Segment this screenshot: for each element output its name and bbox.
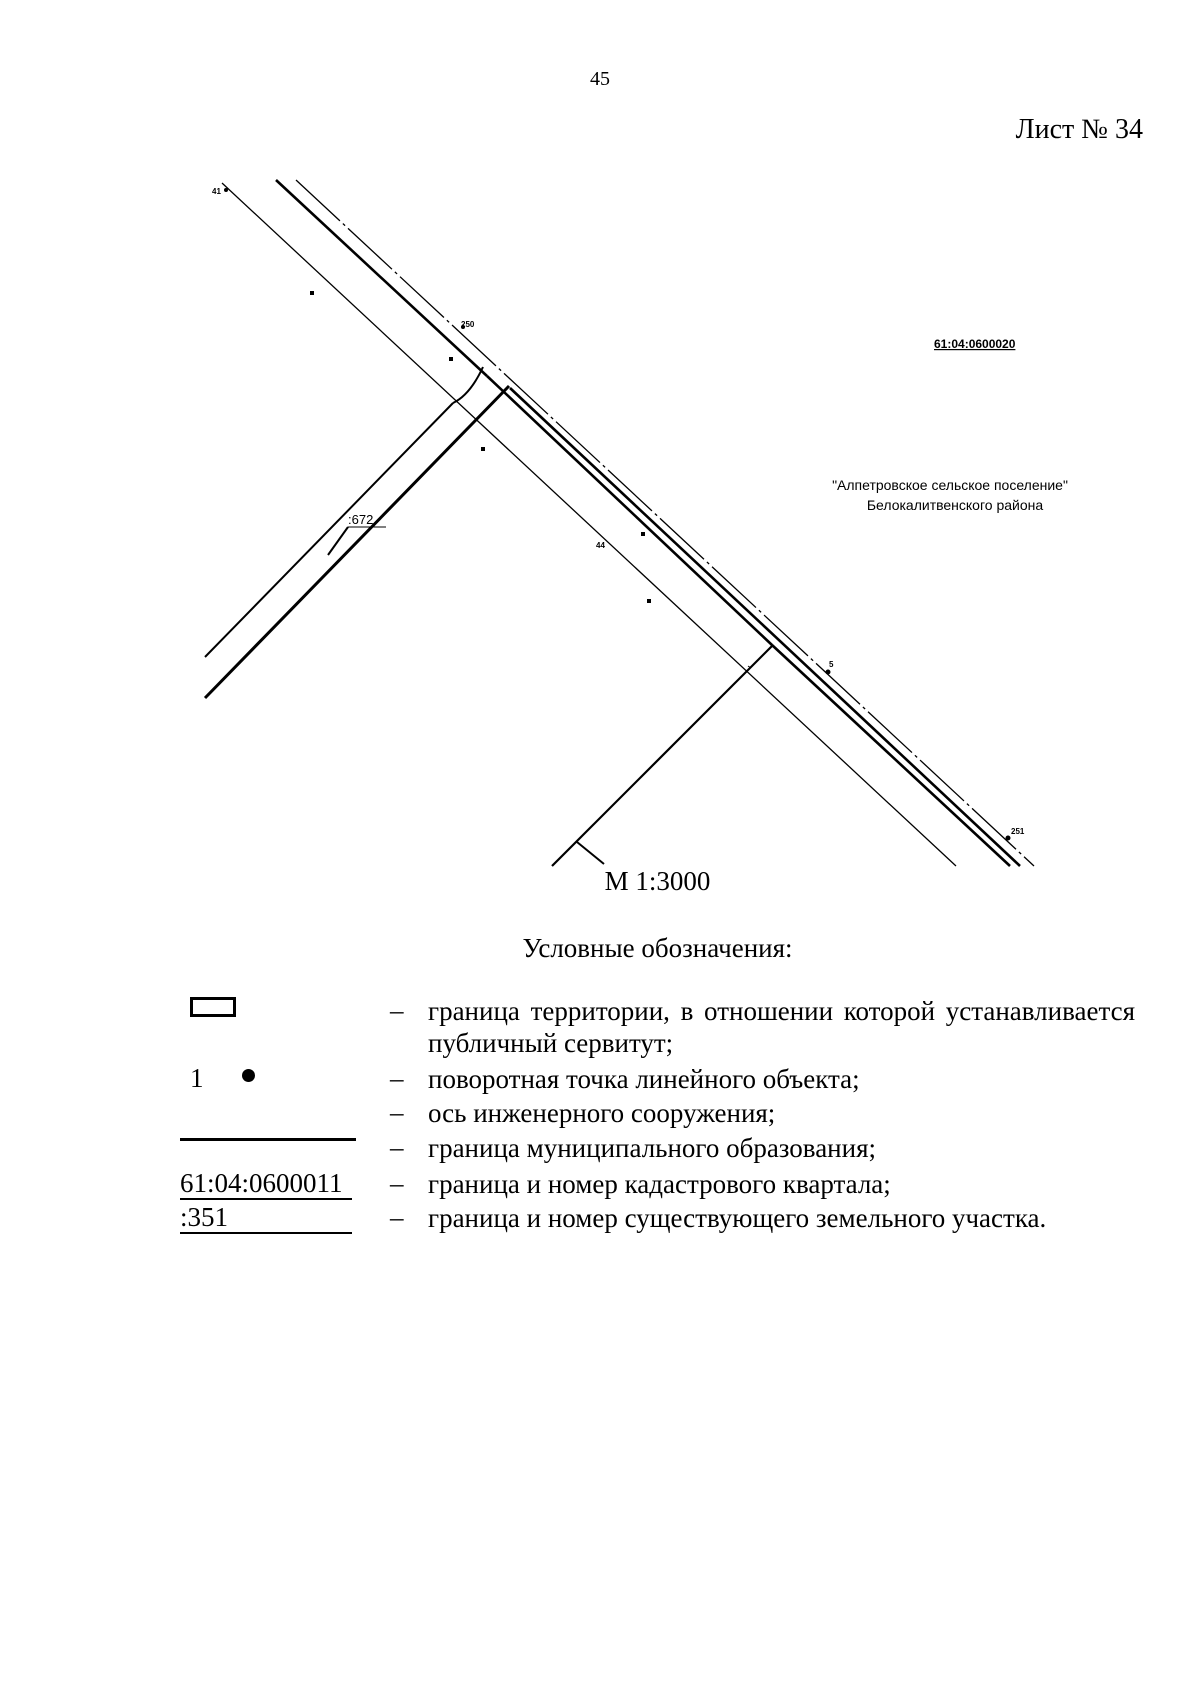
turning-point xyxy=(481,447,485,451)
page-number: 45 xyxy=(590,68,610,90)
branch-line-upper xyxy=(204,402,454,658)
point-labels: 41 250 44 5 251 xyxy=(212,187,1025,836)
turning-point xyxy=(647,599,651,603)
branch-line-lower xyxy=(203,384,511,700)
legend-item-municipal-boundary: – граница муниципального образования; xyxy=(180,1132,1135,1164)
map-scale: М 1:3000 xyxy=(604,866,711,896)
turning-point xyxy=(1005,835,1011,841)
point-number-label: 1 xyxy=(190,1063,204,1093)
municipal-boundary-line-c xyxy=(771,644,1011,867)
point-label: 251 xyxy=(1011,827,1025,836)
settlement-label-line2: Белокалитвенского района xyxy=(867,497,1043,513)
rectangle-icon xyxy=(190,997,236,1017)
legend-text: граница территории, в отношении которой … xyxy=(428,996,1135,1058)
turning-point xyxy=(825,669,831,675)
legend-text: ось инженерного сооружения; xyxy=(428,1098,776,1128)
point-dot-icon xyxy=(242,1069,255,1082)
legend-dash: – xyxy=(390,1097,404,1127)
parcel-leader xyxy=(327,526,349,556)
turning-points xyxy=(224,188,1011,841)
servitude-boundary-east xyxy=(295,179,1035,867)
point-label: 250 xyxy=(461,320,475,329)
turning-point xyxy=(310,291,314,295)
legend-title: Условные обозначения: xyxy=(522,933,793,963)
municipal-boundary-line-b xyxy=(486,375,773,646)
map-lines xyxy=(203,179,1035,867)
legend-item-turning-point: 1 – поворотная точка линейного объекта; xyxy=(180,1063,1135,1095)
legend-item-cadastral-quarter: 61:04:0600011 – граница и номер кадастро… xyxy=(180,1168,1135,1200)
legend-text: поворотная точка линейного объекта; xyxy=(428,1064,860,1094)
parcel-number-sample: :351 xyxy=(180,1202,352,1234)
cadastral-number-sample: 61:04:0600011 xyxy=(180,1168,352,1200)
south-tick xyxy=(576,841,605,865)
settlement-label-line1: "Алпетровское сельское поселение" xyxy=(832,477,1068,493)
turning-point xyxy=(641,532,645,536)
turning-point xyxy=(449,357,453,361)
cadastral-quarter-label: 61:04:0600020 xyxy=(934,337,1016,351)
legend-text: граница муниципального образования; xyxy=(428,1133,877,1163)
legend-item-parcel: :351 – граница и номер существующего зем… xyxy=(180,1202,1135,1234)
legend-item-axis: – ось инженерного сооружения; xyxy=(180,1097,1135,1129)
legend-dash: – xyxy=(390,995,404,1025)
turning-point xyxy=(461,325,465,329)
legend-dash: – xyxy=(390,1202,404,1232)
legend-dash: – xyxy=(390,1063,404,1093)
turning-point xyxy=(224,188,228,192)
legend-text: граница и номер кадастрового квартала; xyxy=(428,1169,891,1199)
south-branch xyxy=(551,644,774,867)
point-label: 5 xyxy=(829,660,834,669)
legend-text: граница и номер существующего земельного… xyxy=(428,1203,1047,1233)
point-label: 41 xyxy=(212,187,221,196)
point-label: 44 xyxy=(596,541,605,550)
legend-item-servitude-boundary: – граница территории, в отношении которо… xyxy=(180,995,1135,1059)
municipal-boundary-line-a xyxy=(275,179,488,377)
servitude-boundary-west xyxy=(221,182,957,867)
road-line-inner xyxy=(509,387,1021,867)
branch-junction-curve xyxy=(452,366,484,404)
parcel-label: :672 xyxy=(348,512,373,527)
legend-dash: – xyxy=(390,1168,404,1198)
line-icon xyxy=(180,1138,356,1141)
cadastral-map: 41 250 44 5 251 :672 61:04:0600020 "Алпе… xyxy=(203,179,1068,867)
south-branch-cross xyxy=(747,665,752,669)
legend-dash: – xyxy=(390,1132,404,1162)
sheet-label: Лист № 34 xyxy=(1015,114,1143,145)
